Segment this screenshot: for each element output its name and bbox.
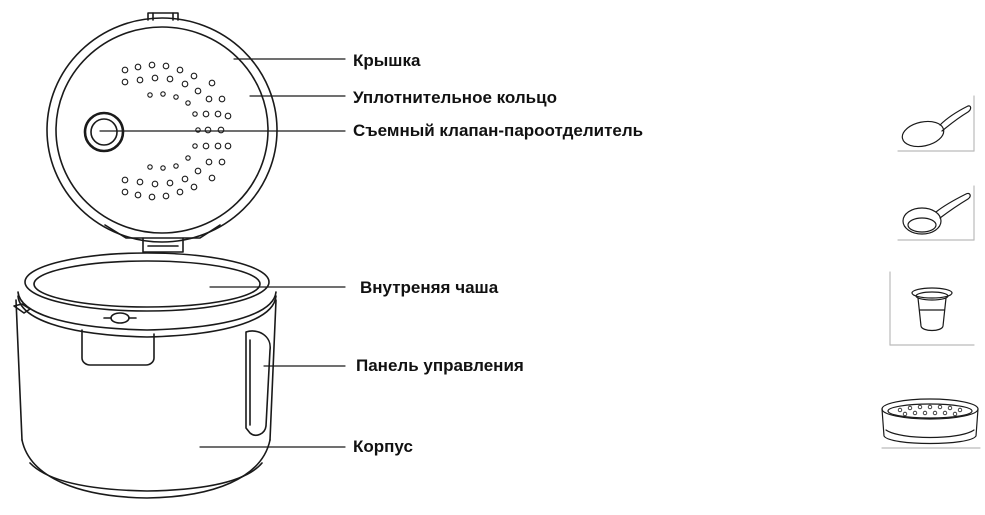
- cooker-body-drawing: [14, 253, 276, 498]
- label-housing: Корпус: [353, 437, 413, 457]
- measuring-cup-icon: [890, 272, 974, 345]
- label-seal-ring: Уплотнительное кольцо: [353, 88, 557, 108]
- steam-valve-drawing: [85, 113, 123, 151]
- steamer-basket-icon: [882, 399, 980, 448]
- label-control-panel: Панель управления: [356, 356, 524, 376]
- label-inner-bowl: Внутреняя чаша: [360, 278, 498, 298]
- lid-drawing: [47, 13, 277, 252]
- label-steam-valve: Съемный клапан-пароотделитель: [353, 121, 643, 141]
- label-lid: Крышка: [353, 51, 420, 71]
- ladle-icon: [898, 186, 974, 240]
- spoon-icon: [898, 96, 974, 151]
